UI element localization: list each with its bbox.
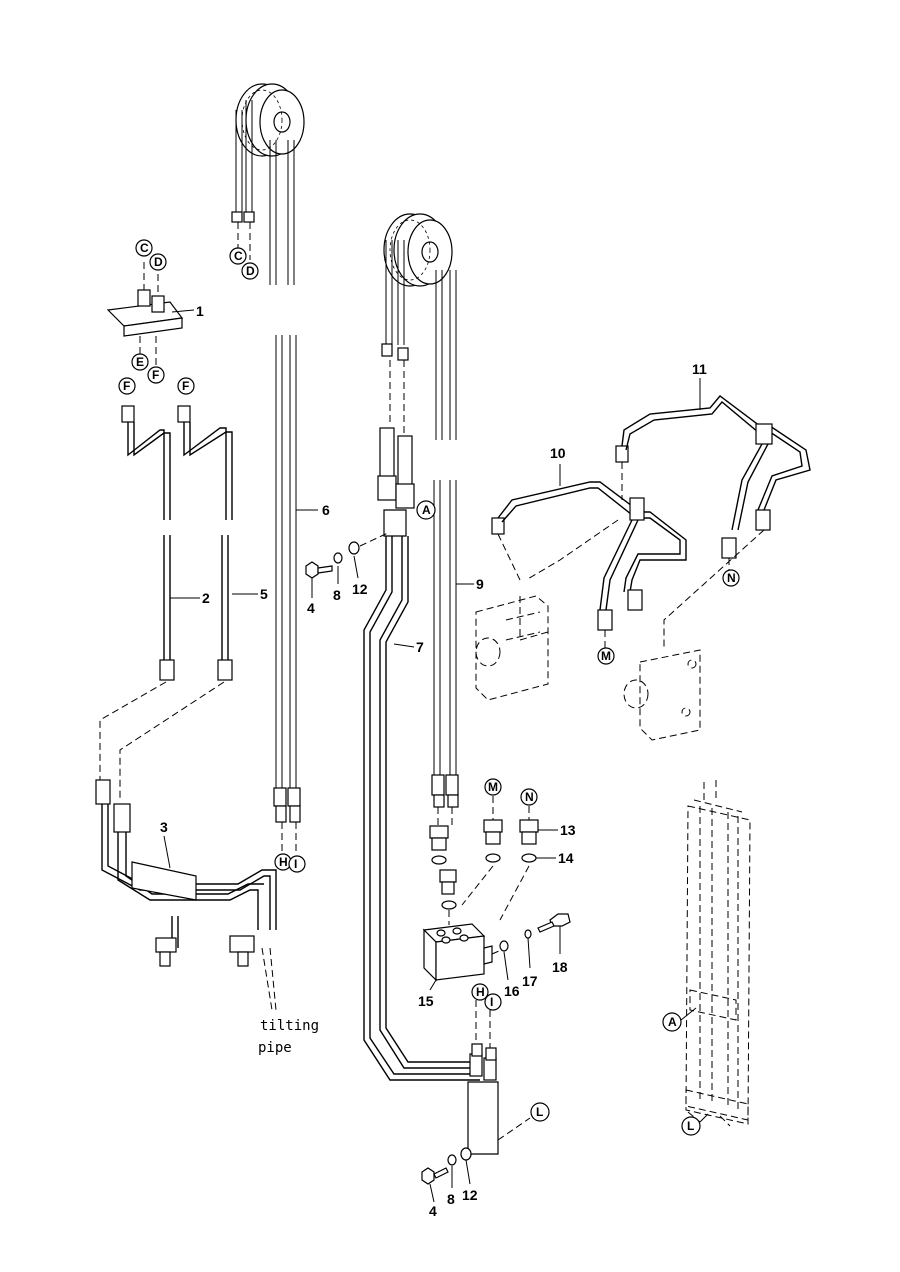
tilting-pipe-line-2: pipe [258, 1040, 292, 1056]
svg-text:A: A [668, 1015, 677, 1029]
tilting-pipe-note: tilting pipe [258, 1018, 319, 1056]
part-label-12-upper: 12 [352, 581, 368, 597]
valve-section-left [475, 595, 549, 701]
pipe-part-10 [491, 481, 687, 648]
marker-c-1: C [135, 239, 153, 257]
part-label-7: 7 [416, 639, 424, 655]
marker-e-1: E [131, 353, 149, 371]
marker-f-2: F [118, 377, 136, 395]
mast-outline-view [685, 780, 751, 1127]
svg-text:M: M [488, 780, 498, 794]
part-label-6: 6 [322, 502, 330, 518]
dash-5-to-3 [119, 681, 225, 800]
marker-i-2: I [484, 993, 502, 1011]
part-label-2: 2 [202, 590, 210, 606]
part-label-10: 10 [550, 445, 566, 461]
marker-h-2: H [471, 983, 489, 1001]
bolt-washers-16-17-18 [499, 913, 571, 952]
pipe-part-5 [177, 405, 233, 681]
marker-n-1: N [722, 569, 740, 587]
part-label-18: 18 [552, 959, 568, 975]
svg-text:F: F [123, 379, 130, 393]
marker-l-2: L [681, 1116, 701, 1136]
part-label-4-upper: 4 [307, 600, 315, 616]
svg-text:F: F [182, 379, 189, 393]
marker-h-1: H [274, 853, 292, 871]
part-label-17: 17 [522, 973, 538, 989]
marker-c-2: C [229, 247, 247, 265]
svg-text:D: D [246, 264, 255, 278]
svg-text:C: C [140, 241, 149, 255]
connector-block-part-1 [106, 262, 184, 366]
svg-text:I: I [294, 857, 297, 871]
marker-a-1: A [416, 500, 436, 520]
part-label-11: 11 [692, 361, 707, 377]
lower-bolt-washers [421, 1147, 472, 1185]
marker-d-2: D [241, 262, 259, 280]
svg-text:H: H [476, 985, 485, 999]
upper-pulley-assembly [235, 83, 305, 157]
part-label-15: 15 [418, 993, 434, 1009]
svg-text:A: A [422, 503, 431, 517]
fittings-part-13 [429, 796, 539, 895]
part-label-5: 5 [260, 586, 268, 602]
upper-bolt-washers [305, 531, 391, 579]
part-label-3: 3 [160, 819, 168, 835]
pipe-part-9 [431, 480, 459, 826]
svg-text:M: M [601, 649, 611, 663]
tilting-pipe-line-1: tilting [260, 1018, 319, 1034]
svg-text:H: H [279, 855, 288, 869]
svg-text:L: L [536, 1105, 543, 1119]
marker-m-2: M [484, 778, 502, 796]
marker-m-1: M [597, 647, 615, 665]
marker-d-1: D [149, 253, 167, 271]
lower-pulley-assembly [383, 213, 453, 287]
part-label-8-lower: 8 [447, 1191, 455, 1207]
pipe-part-2 [121, 405, 175, 681]
part-label-12-lower: 12 [462, 1187, 478, 1203]
connection-markers: C D C D E F F F H I A M N M N H I L A L [118, 239, 740, 1136]
manifold-block-part-15 [422, 923, 507, 982]
dash-2-to-3 [99, 681, 167, 780]
svg-text:I: I [490, 995, 493, 1009]
part-label-1: 1 [196, 303, 204, 319]
svg-text:D: D [154, 255, 163, 269]
svg-text:F: F [152, 368, 159, 382]
part-number-labels: 1 2 3 4 5 6 7 8 9 10 11 12 13 14 15 16 1… [160, 303, 707, 1219]
marker-i-1: I [288, 855, 306, 873]
pipe-part-11 [615, 395, 811, 650]
part-label-9: 9 [476, 576, 484, 592]
svg-text:C: C [234, 249, 243, 263]
part-label-16: 16 [504, 983, 520, 999]
svg-text:N: N [525, 790, 534, 804]
lower-pulley-hoses [381, 240, 457, 440]
pipe-part-7 [363, 427, 531, 1155]
part-label-4-lower: 4 [429, 1203, 437, 1219]
svg-text:N: N [727, 571, 736, 585]
part-label-8-upper: 8 [333, 587, 341, 603]
part-label-14: 14 [558, 850, 574, 866]
pipe-part-6 [269, 140, 301, 852]
marker-n-2: N [520, 788, 538, 806]
part-label-13: 13 [560, 822, 576, 838]
valve-section-right [623, 649, 701, 741]
marker-l-1: L [530, 1102, 550, 1122]
svg-text:E: E [136, 355, 144, 369]
washers-part-14 [431, 853, 537, 925]
marker-a-2: A [662, 1012, 682, 1032]
tilting-pipe-assembly-part-3 [95, 779, 277, 1011]
svg-text:L: L [687, 1119, 694, 1133]
marker-f-1: F [147, 366, 165, 384]
marker-f-3: F [177, 377, 195, 395]
upper-pulley-hoses [231, 100, 255, 260]
